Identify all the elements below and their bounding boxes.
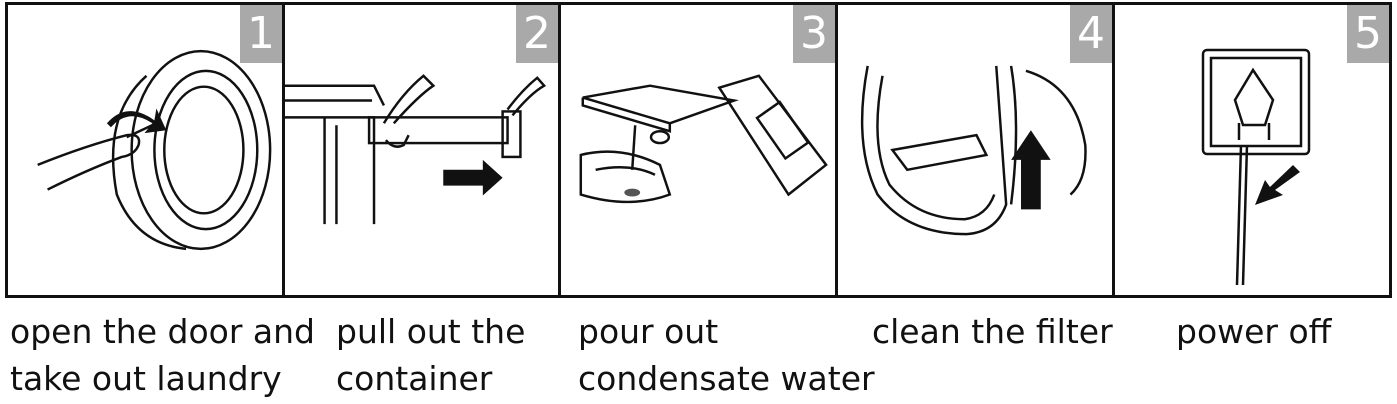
step-caption-5: power off xyxy=(1176,308,1331,355)
caption-line: container xyxy=(336,359,493,398)
pull-container-icon xyxy=(285,74,547,225)
open-door-icon xyxy=(37,49,272,251)
step-caption-2: pull out the container xyxy=(336,308,525,402)
caption-line: open the door and xyxy=(10,312,315,351)
step-number-badge: 2 xyxy=(516,5,558,63)
caption-line: take out laundry xyxy=(10,359,282,398)
caption-line: condensate water xyxy=(578,359,875,398)
step-panel-1: 1 xyxy=(8,5,285,295)
step-panel-5: 5 xyxy=(1115,5,1389,295)
step-panel-2: 2 xyxy=(285,5,561,295)
step-caption-1: open the door and take out laundry xyxy=(10,308,315,402)
step-number-badge: 1 xyxy=(240,5,282,63)
step-number-badge: 4 xyxy=(1070,5,1112,63)
caption-line: power off xyxy=(1176,312,1332,351)
power-plug-icon xyxy=(1201,48,1311,286)
step-number-badge: 5 xyxy=(1347,5,1389,63)
pour-water-icon xyxy=(579,74,828,204)
step-caption-3: pour out condensate water xyxy=(578,308,875,402)
step-caption-4: clean the filter xyxy=(872,308,1113,355)
caption-line: pull out the xyxy=(336,312,526,351)
step-panel-4: 4 xyxy=(838,5,1115,295)
step-number-badge: 3 xyxy=(793,5,835,63)
caption-line: clean the filter xyxy=(872,312,1113,351)
caption-line: pour out xyxy=(578,312,719,351)
steps-strip: 1 2 xyxy=(5,2,1392,298)
step-panel-3: 3 xyxy=(561,5,838,295)
filter-icon xyxy=(860,65,1087,236)
